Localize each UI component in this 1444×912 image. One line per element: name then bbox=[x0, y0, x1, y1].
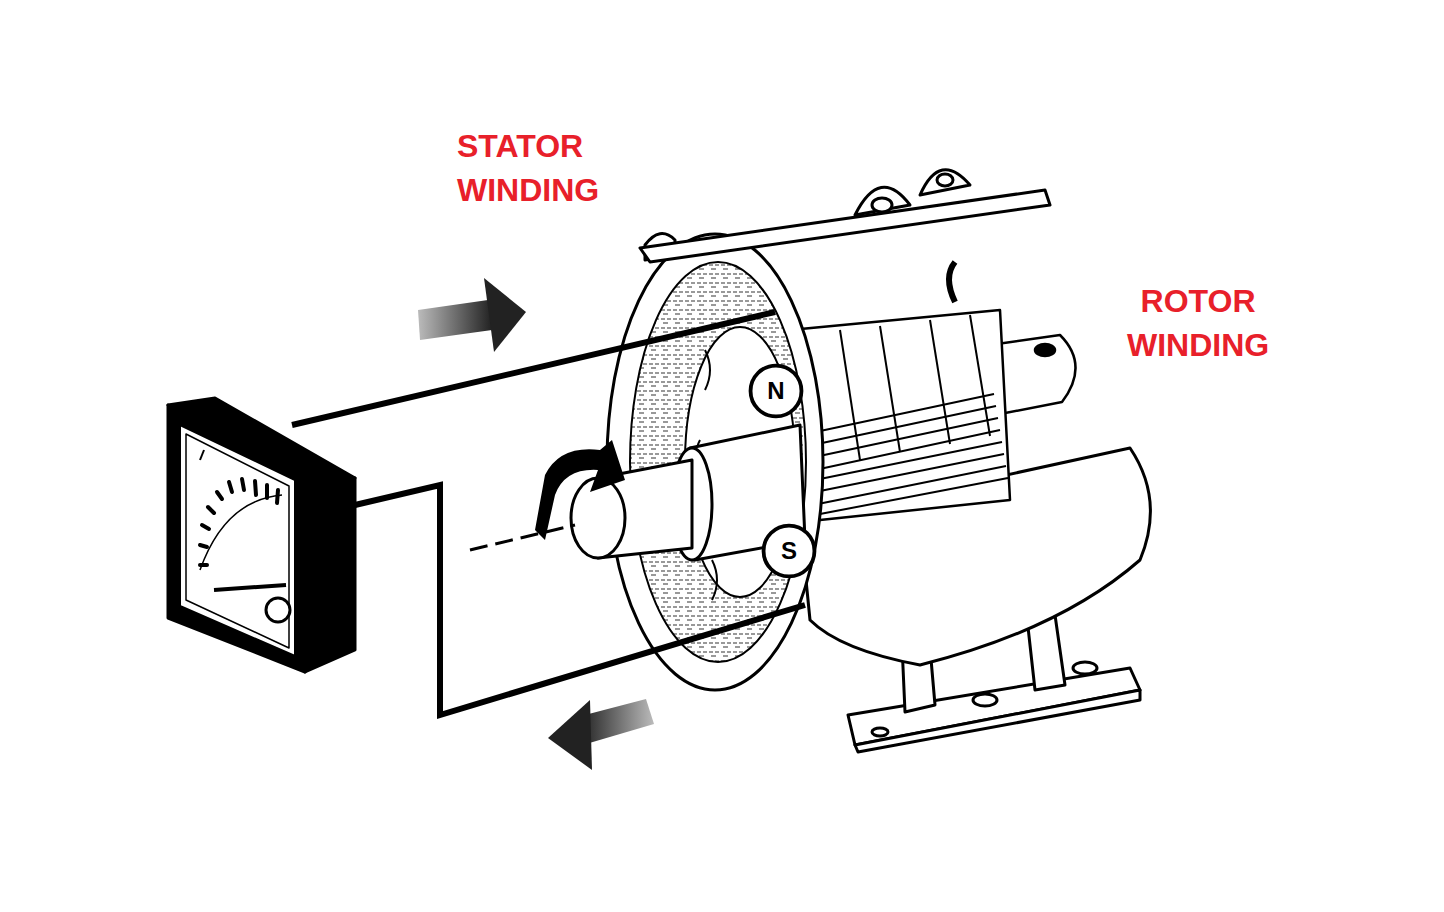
part-label: ROTOR WINDING bbox=[1127, 279, 1269, 367]
frame-rail bbox=[872, 198, 892, 212]
current-arrow bbox=[418, 300, 492, 340]
meter bbox=[208, 507, 214, 513]
pole-marker: N bbox=[748, 363, 804, 419]
frame-rail bbox=[640, 170, 1050, 302]
meter bbox=[277, 490, 278, 503]
rotor bbox=[1035, 344, 1055, 356]
rotor bbox=[810, 418, 998, 458]
rotor bbox=[790, 310, 1076, 520]
output-wires bbox=[292, 312, 805, 715]
current-arrow bbox=[548, 699, 654, 770]
meter bbox=[255, 481, 256, 495]
meter bbox=[229, 482, 232, 492]
rotor bbox=[970, 315, 990, 436]
stator bbox=[630, 262, 806, 662]
frame-rail bbox=[937, 174, 953, 186]
output-wires bbox=[470, 525, 575, 550]
output-wires bbox=[292, 312, 775, 425]
rotor bbox=[930, 320, 950, 444]
meter bbox=[214, 585, 286, 590]
meter bbox=[168, 405, 305, 672]
rotor bbox=[815, 430, 1000, 470]
shaft bbox=[571, 478, 625, 558]
frame-rail bbox=[920, 170, 970, 195]
current-arrow bbox=[548, 700, 592, 770]
frame-rail bbox=[949, 262, 955, 302]
part-label: STATOR WINDING bbox=[457, 124, 599, 212]
rotor bbox=[808, 406, 996, 446]
current-arrow bbox=[581, 699, 654, 744]
meter bbox=[305, 470, 355, 672]
meter bbox=[168, 398, 355, 672]
meter bbox=[186, 434, 289, 648]
output-wires bbox=[355, 485, 805, 715]
rotor bbox=[880, 326, 900, 452]
meter bbox=[180, 425, 295, 656]
meter bbox=[200, 495, 282, 570]
pole-letter: S bbox=[761, 523, 817, 579]
rotor bbox=[818, 466, 1006, 504]
pole-letter: N bbox=[748, 363, 804, 419]
generator-housing bbox=[872, 728, 888, 736]
current-arrow bbox=[484, 278, 526, 352]
current-arrow bbox=[418, 278, 526, 352]
frame-rail bbox=[640, 190, 1050, 262]
generator-housing bbox=[855, 690, 1140, 752]
rotor bbox=[820, 478, 1008, 514]
stator bbox=[607, 234, 823, 690]
generator-housing bbox=[973, 694, 997, 706]
rotor bbox=[806, 315, 1008, 514]
meter bbox=[242, 479, 244, 490]
meter bbox=[200, 479, 278, 565]
generator-housing bbox=[1073, 662, 1097, 674]
rotor bbox=[806, 394, 994, 434]
meter bbox=[200, 545, 207, 547]
rotor bbox=[840, 330, 860, 460]
rotation-arrow bbox=[535, 440, 625, 540]
rotation-arrow bbox=[535, 440, 625, 540]
stator bbox=[607, 234, 823, 690]
meter bbox=[265, 485, 269, 498]
meter bbox=[202, 525, 209, 529]
meter bbox=[217, 492, 222, 499]
meter bbox=[200, 450, 204, 460]
pole-marker: S bbox=[761, 523, 817, 579]
meter bbox=[266, 598, 290, 622]
